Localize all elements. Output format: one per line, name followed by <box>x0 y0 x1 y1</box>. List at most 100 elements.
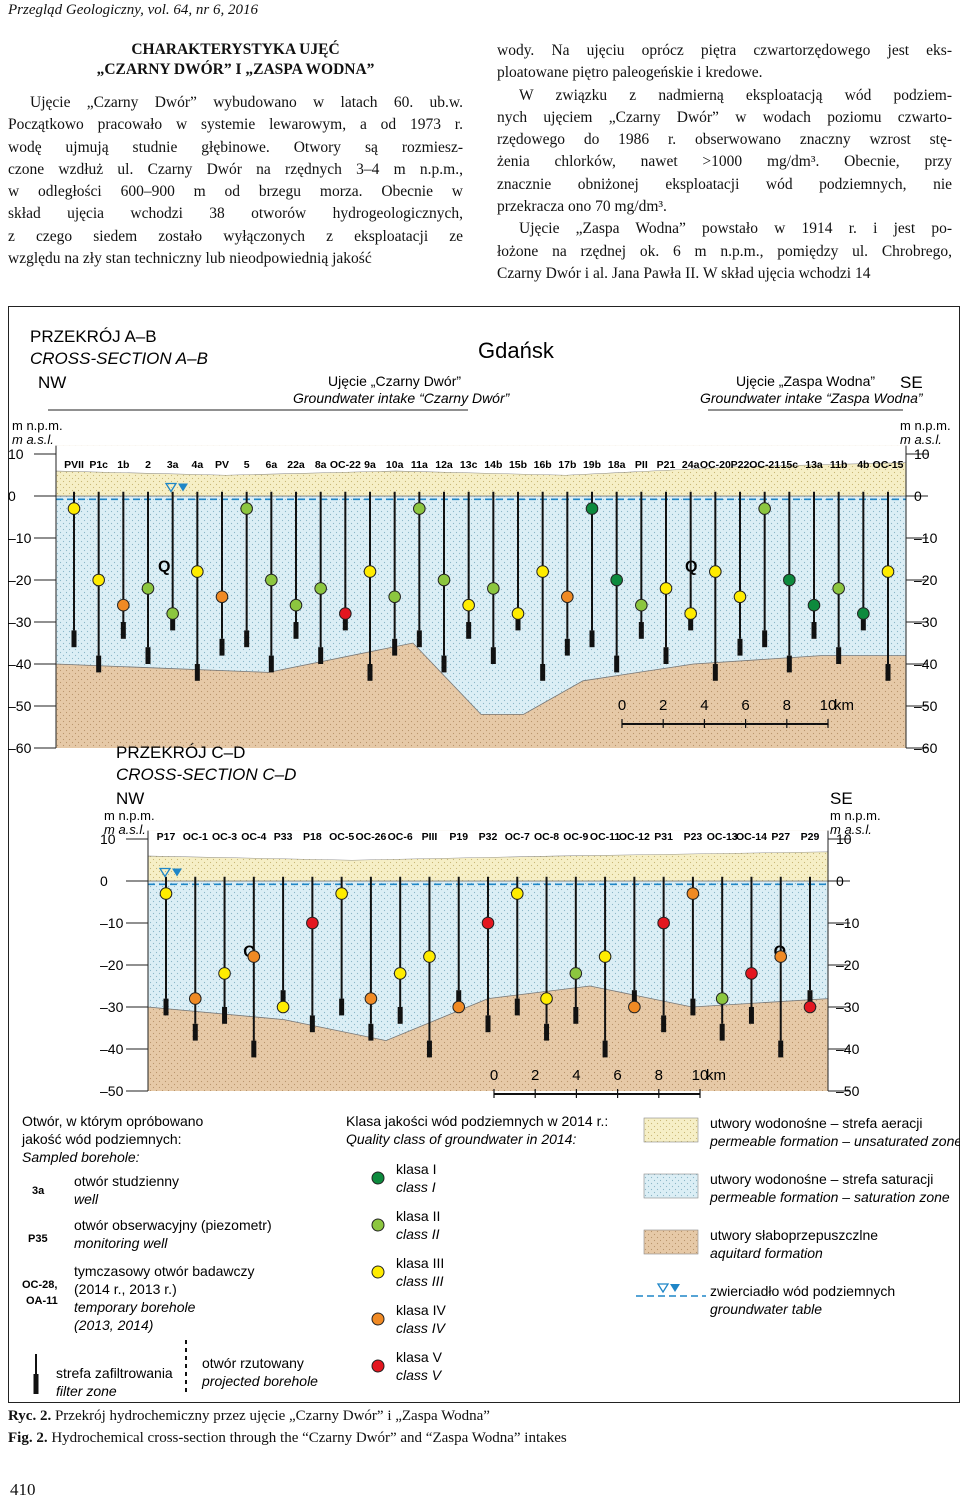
cd-tick-label-left: 0 <box>100 873 108 889</box>
ab-well-label: 22a <box>287 459 305 471</box>
cd-tick-label-right: –10 <box>836 915 860 931</box>
ab-quality-dot <box>289 598 303 612</box>
legend-zone-pl: utwory wodonośne – strefa saturacji <box>710 1171 933 1187</box>
legend-table-symbol <box>670 1284 680 1292</box>
cd-quality-dot <box>393 967 407 980</box>
ab-quality-dot <box>141 582 155 595</box>
ab-scale-label: 4 <box>700 697 708 714</box>
legend-class-dot <box>371 1359 385 1373</box>
cd-quality-dot <box>628 1000 641 1014</box>
cd-quality-dot <box>569 967 583 980</box>
ab-quality-dot <box>684 607 697 620</box>
legend-class-en: class I <box>396 1179 436 1195</box>
ab-quality-dot <box>265 573 278 587</box>
ab-well-label: 11a <box>411 459 428 471</box>
ab-well-label: 15c <box>781 459 799 471</box>
right-text-line: przekracza ono 70 mg/dm³. <box>497 198 667 216</box>
legend-class-dot <box>371 1265 385 1279</box>
cd-well-label: P33 <box>274 831 293 843</box>
ab-quality-dot <box>832 582 845 595</box>
legend-sampled-en: Sampled borehole: <box>22 1149 140 1165</box>
ab-well-label: OC-21 <box>749 459 780 471</box>
ab-quality-dot <box>314 582 327 595</box>
ab-well-label: PVII <box>64 459 84 471</box>
ab-scale-unit: km <box>834 697 854 714</box>
ab-quality-dot <box>363 565 377 578</box>
legend-zone-swatch <box>643 1173 699 1199</box>
right-text-line: W związku z nadmierną eksploatacją wód p… <box>519 86 952 104</box>
cd-well-label: OC-26 <box>355 831 386 843</box>
ab-quality-dot <box>733 590 747 604</box>
ab-scale-label: 2 <box>659 697 667 714</box>
legend-class-en: class IV <box>396 1320 447 1336</box>
legend-table-symbol <box>656 1283 670 1294</box>
cd-title: PRZEKRÓJ C–D <box>116 743 245 762</box>
ab-well-label: 19b <box>583 459 601 471</box>
ab-well-label: PII <box>635 459 648 471</box>
cd-well-label: PIII <box>422 831 438 843</box>
cd-quality-dot <box>657 916 670 930</box>
ab-tick-label-left: –20 <box>8 572 32 588</box>
ab-quality-dot <box>511 607 525 620</box>
cd-quality-dot <box>745 967 758 980</box>
legend-zone-en: groundwater table <box>710 1301 822 1317</box>
ab-well-label: 6a <box>265 459 277 471</box>
cd-quality-dot <box>306 916 319 930</box>
ab-scale-label: 6 <box>741 697 749 714</box>
cd-unit-right-en: m a.s.l. <box>830 822 872 837</box>
ab-tick-label-right: 0 <box>914 488 922 504</box>
cd-tick-label-right: 0 <box>836 873 844 889</box>
ab-well-label: 13a <box>805 459 823 471</box>
cd-well-label: OC-1 <box>183 831 208 843</box>
legend-temp-code: OC-28, <box>22 1279 57 1291</box>
ab-quality-dot <box>413 502 426 515</box>
ab-well-label: 9a <box>364 459 376 471</box>
legend-class-en: class V <box>396 1367 443 1383</box>
cd-well-label: P18 <box>303 831 322 843</box>
ab-quality-dot <box>487 582 500 595</box>
ab-well-label: 14b <box>484 459 502 471</box>
cd-well-label: OC-3 <box>212 831 237 843</box>
cd-se: SE <box>830 789 853 808</box>
legend-class-title: Klasa jakości wód podziemnych w 2014 r.: <box>346 1113 608 1129</box>
cd-quality-dot <box>218 967 231 980</box>
cd-quality-dot <box>452 1000 466 1014</box>
ab-well-label: 10a <box>386 459 404 471</box>
ab-quality-dot <box>857 607 870 620</box>
ab-quality-dot <box>881 565 895 578</box>
ab-quality-dot <box>388 590 401 604</box>
ab-q-label: Q <box>158 559 170 576</box>
cd-table-symbol <box>158 867 172 878</box>
ab-well-label: 4b <box>857 459 869 471</box>
ab-quality-dot <box>339 607 352 620</box>
cd-scale-unit: km <box>706 1067 726 1084</box>
ab-well-label: 8a <box>315 459 327 471</box>
ab-unit-right-en: m a.s.l. <box>900 432 942 447</box>
right-text-line: Ujęcie „Zaspa Wodna” powstało w 1914 r. … <box>519 220 952 238</box>
ab-quality-dot <box>561 590 574 604</box>
legend-class-pl: klasa V <box>396 1349 443 1365</box>
legend-class-en: class II <box>396 1226 440 1242</box>
legend-well-code: 3a <box>32 1185 45 1197</box>
cd-tick-label-left: –40 <box>100 1041 124 1057</box>
ab-tick-label-left: 10 <box>8 446 24 462</box>
ab-well-label: P22 <box>731 459 750 471</box>
ab-intake2-en: Groundwater intake “Zaspa Wodna” <box>700 390 924 406</box>
ab-intake2: Ujęcie „Zaspa Wodna” <box>736 373 875 389</box>
left-text-line: Początkowo pracowało w systemie lewarowy… <box>8 116 463 134</box>
cd-scale-label: 10 <box>692 1067 709 1084</box>
legend-temp-en: temporary borehole <box>74 1299 196 1315</box>
right-text-line: łożone na rzędnej ok. 6 m n.p.m., pomięd… <box>497 242 952 260</box>
ab-well-label: 4a <box>191 459 203 471</box>
legend-sampled-title: Otwór, w którym opróbowano <box>22 1113 204 1129</box>
legend-class-pl: klasa I <box>396 1161 436 1177</box>
ab-quality-dot <box>92 573 105 587</box>
right-column-text: wody. Na ujęciu oprócz piętra czwartorzę… <box>497 40 952 285</box>
figure-caption-en: Fig. 2. Hydrochemical cross-section thro… <box>8 1430 567 1446</box>
ab-quality-dot <box>807 598 821 612</box>
ab-unit-right: m n.p.m. <box>900 418 951 433</box>
cd-tick-label-right: –50 <box>836 1083 860 1099</box>
cd-tick-label-left: –20 <box>100 957 124 973</box>
ab-tick-label-right: –50 <box>914 698 938 714</box>
left-column-text: Ujęcie „Czarny Dwór” wybudowano w latach… <box>8 92 463 270</box>
